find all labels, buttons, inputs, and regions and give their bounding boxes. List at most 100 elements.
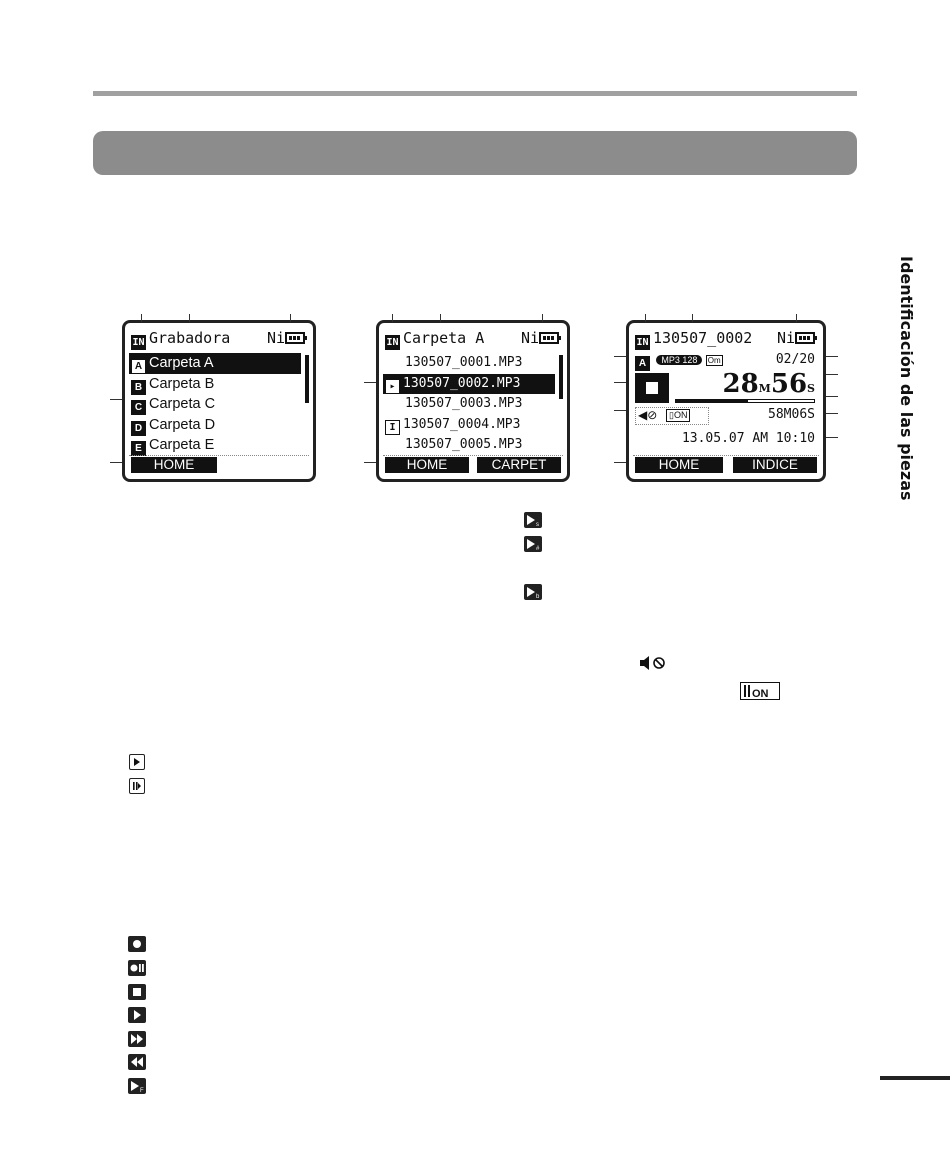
- callout-line: [826, 413, 838, 414]
- callout-line: [364, 462, 376, 463]
- callout-tick: [692, 314, 693, 322]
- internal-memory-icon: IN: [131, 335, 146, 350]
- header-rule: [93, 91, 857, 96]
- progress-bar[interactable]: [675, 399, 815, 403]
- battery-icon: [285, 332, 307, 344]
- play-icon: [128, 1007, 146, 1023]
- channel-badge: Om: [705, 355, 723, 366]
- scrollbar[interactable]: [305, 355, 309, 403]
- callout-tick: [796, 314, 797, 322]
- elapsed-time: 28M56S: [722, 369, 815, 399]
- file-count: 02/20: [775, 352, 815, 367]
- callout-tick: [189, 314, 190, 322]
- section-title-band: [93, 131, 857, 175]
- rewind-icon: [128, 1054, 146, 1070]
- softkey-bar: HOME INDICE: [633, 455, 819, 474]
- callout-line: [614, 410, 626, 411]
- list-item[interactable]: 130507_0001.MP3: [405, 355, 523, 370]
- file-info-row: A MP3 128 Om 02/20: [635, 352, 815, 371]
- svg-text:ON: ON: [752, 688, 769, 700]
- softkey-bar: HOME CARPET: [383, 455, 563, 474]
- side-tab: Identificación de las piezas: [872, 256, 932, 501]
- callout-line: [110, 462, 122, 463]
- callout-tick: [141, 314, 142, 322]
- lcd-title: Carpeta A: [403, 329, 485, 347]
- side-tab-label: Identificación de las piezas: [897, 256, 916, 501]
- battery-icon: [539, 332, 561, 344]
- fast-forward-icon: [128, 1031, 146, 1047]
- svg-text:#: #: [536, 546, 540, 552]
- callout-tick: [645, 314, 646, 322]
- play-s-icon: s: [524, 512, 542, 528]
- softkey-bar: HOME: [129, 455, 309, 474]
- record-pause-icon: [128, 960, 146, 976]
- callout-line: [826, 374, 838, 375]
- remaining-time: 58M06S: [768, 407, 815, 422]
- callout-line: [614, 462, 626, 463]
- file-list: 130507_0001.MP3 ▸130507_0002.MP3 130507_…: [383, 353, 555, 456]
- record-icon: [128, 936, 146, 952]
- progress-fill: [676, 400, 748, 402]
- callout-line: [110, 399, 122, 400]
- home-softkey[interactable]: HOME: [131, 457, 217, 473]
- callout-line: [614, 356, 626, 357]
- stop-icon: [128, 984, 146, 1000]
- index-softkey[interactable]: INDICE: [733, 457, 817, 473]
- callout-tick: [290, 314, 291, 322]
- playback-flags: ◀⊘ ▯ON: [635, 407, 709, 425]
- list-item[interactable]: 130507_0003.MP3: [405, 396, 523, 411]
- scrollbar[interactable]: [559, 355, 563, 399]
- callout-tick: [542, 314, 543, 322]
- internal-memory-icon: IN: [635, 335, 650, 350]
- battery-type: Ni: [266, 329, 285, 347]
- file-play-icon: [129, 754, 145, 770]
- svg-text:s: s: [536, 522, 539, 528]
- speaker-mute-icon: ◀⊘: [638, 408, 658, 422]
- callout-line: [826, 356, 838, 357]
- callout-line: [364, 382, 376, 383]
- format-badge: MP3 128: [656, 355, 703, 365]
- folder-softkey[interactable]: CARPET: [477, 457, 561, 473]
- svg-text:F: F: [140, 1088, 144, 1094]
- recording-date: 13.05.07 AM 10:10: [681, 431, 815, 446]
- lcd-title: 130507_0002: [653, 329, 753, 347]
- list-item[interactable]: 130507_0005.MP3: [405, 437, 523, 452]
- callout-line: [826, 437, 838, 438]
- folder-a-icon: A: [635, 356, 650, 371]
- callout-line: [826, 396, 838, 397]
- folder-a-icon: A: [131, 359, 146, 374]
- play-flat-icon: b: [524, 584, 542, 600]
- file-index-icon: [129, 778, 145, 794]
- callout-tick: [440, 314, 441, 322]
- status-box: [635, 373, 669, 403]
- play-sharp-icon: #: [524, 536, 542, 552]
- battery-type: Ni: [520, 329, 539, 347]
- battery-type: Ni: [776, 329, 795, 347]
- index-on-icon: ▯ON: [666, 409, 691, 422]
- folder-b-icon: B: [131, 379, 146, 395]
- home-softkey[interactable]: HOME: [385, 457, 469, 473]
- file-play-icon: ▸: [385, 378, 400, 394]
- svg-text:b: b: [536, 594, 540, 600]
- lcd-title: Grabadora: [149, 329, 231, 347]
- home-softkey[interactable]: HOME: [635, 457, 723, 473]
- internal-memory-icon: IN: [385, 335, 400, 350]
- index-on-icon: ON: [740, 682, 780, 700]
- speaker-mute-icon: [638, 654, 668, 672]
- play-f-icon: F: [128, 1078, 146, 1094]
- callout-line: [614, 382, 626, 383]
- list-item[interactable]: ▸130507_0002.MP3: [383, 373, 555, 394]
- folder-e-icon: E: [131, 441, 146, 456]
